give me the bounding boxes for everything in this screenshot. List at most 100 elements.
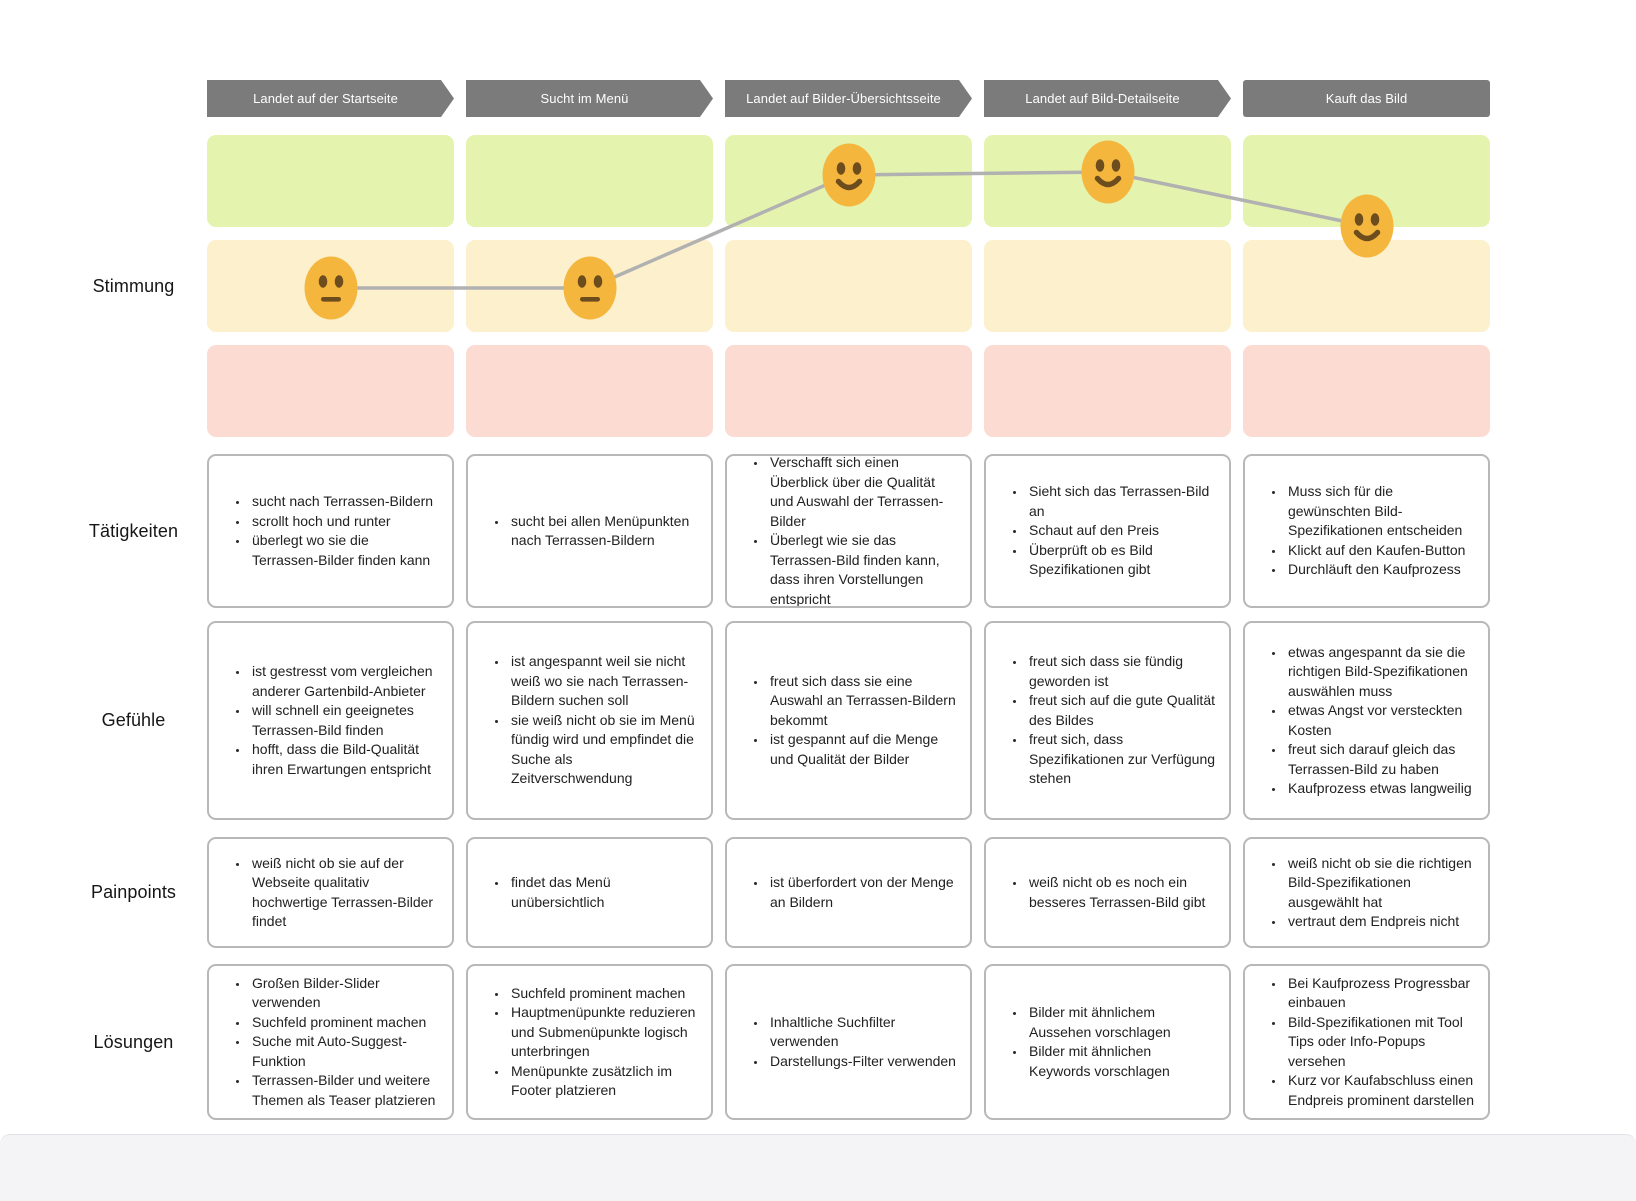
activities-card-2[interactable]: sucht bei allen Menüpunkten nach Terrass… xyxy=(466,454,713,608)
card-bullet: Bei Kaufprozess Progressbar einbauen xyxy=(1285,974,1474,1013)
mood-band-negative-1 xyxy=(207,345,454,437)
card-bullet: Durchläuft den Kaufprozess xyxy=(1285,560,1474,580)
card-bullet-list: freut sich dass sie eine Auswahl an Terr… xyxy=(741,672,956,770)
mood-band-negative-5 xyxy=(1243,345,1490,437)
solutions-card-4[interactable]: Bilder mit ähnlichem Aussehen vorschlage… xyxy=(984,964,1231,1120)
activities-card-1[interactable]: sucht nach Terrassen-Bildernscrollt hoch… xyxy=(207,454,454,608)
card-bullet: freut sich darauf gleich das Terrassen-B… xyxy=(1285,740,1474,779)
card-bullet-list: Muss sich für die gewünschten Bild-Spezi… xyxy=(1259,482,1474,580)
painpoints-card-3[interactable]: ist überfordert von der Menge an Bildern xyxy=(725,837,972,948)
feelings-card-2[interactable]: ist angespannt weil sie nicht weiß wo si… xyxy=(466,621,713,820)
row-label-feelings: Gefühle xyxy=(101,710,166,730)
stage-header-5[interactable]: Kauft das Bild xyxy=(1243,80,1490,117)
card-bullet: Kurz vor Kaufabschluss einen Endpreis pr… xyxy=(1285,1071,1474,1110)
activities-card-5[interactable]: Muss sich für die gewünschten Bild-Spezi… xyxy=(1243,454,1490,608)
card-bullet: Sieht sich das Terrassen-Bild an xyxy=(1026,482,1215,521)
card-bullet: etwas angespannt da sie die richtigen Bi… xyxy=(1285,643,1474,702)
card-bullet-list: ist überfordert von der Menge an Bildern xyxy=(741,873,956,912)
solutions-row: Lösungen Großen Bilder-Slider verwendenS… xyxy=(0,964,1636,1120)
row-label-solutions: Lösungen xyxy=(93,1031,174,1052)
header-spacer xyxy=(0,80,195,117)
feelings-card-4[interactable]: freut sich dass sie fündig geworden istf… xyxy=(984,621,1231,820)
card-bullet-list: sucht bei allen Menüpunkten nach Terrass… xyxy=(482,512,697,551)
painpoints-card-2[interactable]: findet das Menü unübersichtlich xyxy=(466,837,713,948)
painpoints-card-4[interactable]: weiß nicht ob es noch ein besseres Terra… xyxy=(984,837,1231,948)
neutral-face-emoji-1[interactable] xyxy=(304,256,358,320)
activities-card-4[interactable]: Sieht sich das Terrassen-Bild anSchaut a… xyxy=(984,454,1231,608)
card-bullet-list: Bei Kaufprozess Progressbar einbauenBild… xyxy=(1259,974,1474,1111)
stages-header-row: Landet auf der Startseite Sucht im Menü La… xyxy=(0,80,1636,117)
solutions-card-1[interactable]: Großen Bilder-Slider verwendenSuchfeld p… xyxy=(207,964,454,1120)
card-bullet: Darstellungs-Filter verwenden xyxy=(767,1052,956,1072)
feelings-card-5[interactable]: etwas angespannt da sie die richtigen Bi… xyxy=(1243,621,1490,820)
card-bullet: Bilder mit ähnlichem Aussehen vorschlage… xyxy=(1026,1003,1215,1042)
card-bullet: sucht bei allen Menüpunkten nach Terrass… xyxy=(508,512,697,551)
card-bullet: ist angespannt weil sie nicht weiß wo si… xyxy=(508,652,697,711)
card-bullet: ist gespannt auf die Menge und Qualität … xyxy=(767,730,956,769)
card-bullet: Suche mit Auto-Suggest-Funktion xyxy=(249,1032,438,1071)
solutions-card-5[interactable]: Bei Kaufprozess Progressbar einbauenBild… xyxy=(1243,964,1490,1120)
row-label-mood: Stimmung xyxy=(92,275,175,296)
card-bullet-list: weiß nicht ob sie auf der Webseite quali… xyxy=(223,854,438,932)
card-bullet-list: ist gestresst vom vergleichen anderer Ga… xyxy=(223,662,438,779)
card-bullet-list: Suchfeld prominent machenHauptmenüpunkte… xyxy=(482,984,697,1101)
card-bullet: Menüpunkte zusätzlich im Footer platzier… xyxy=(508,1062,697,1101)
mood-band-negative-3 xyxy=(725,345,972,437)
painpoints-card-5[interactable]: weiß nicht ob sie die richtigen Bild-Spe… xyxy=(1243,837,1490,948)
mood-band-negative-4 xyxy=(984,345,1231,437)
card-bullet: Großen Bilder-Slider verwenden xyxy=(249,974,438,1013)
card-bullet: ist gestresst vom vergleichen anderer Ga… xyxy=(249,662,438,701)
card-bullet: freut sich, dass Spezifikationen zur Ver… xyxy=(1026,730,1215,789)
feelings-card-1[interactable]: ist gestresst vom vergleichen anderer Ga… xyxy=(207,621,454,820)
stage-header-4[interactable]: Landet auf Bild-Detailseite xyxy=(984,80,1231,117)
card-bullet: Überlegt wie sie das Terrassen-Bild find… xyxy=(767,531,956,606)
card-bullet: freut sich dass sie eine Auswahl an Terr… xyxy=(767,672,956,731)
mood-band-negative-2 xyxy=(466,345,713,437)
card-bullet: weiß nicht ob es noch ein besseres Terra… xyxy=(1026,873,1215,912)
card-bullet: Muss sich für die gewünschten Bild-Spezi… xyxy=(1285,482,1474,541)
card-bullet: etwas Angst vor versteckten Kosten xyxy=(1285,701,1474,740)
card-bullet: Schaut auf den Preis xyxy=(1026,521,1215,541)
stage-header-2[interactable]: Sucht im Menü xyxy=(466,80,713,117)
card-bullet: vertraut dem Endpreis nicht xyxy=(1285,912,1474,932)
mood-band-positive-1 xyxy=(207,135,454,227)
smiling-face-emoji-4[interactable] xyxy=(1081,140,1135,204)
solutions-card-2[interactable]: Suchfeld prominent machenHauptmenüpunkte… xyxy=(466,964,713,1120)
row-label-painpoints: Painpoints xyxy=(90,882,177,902)
card-bullet: Klickt auf den Kaufen-Button xyxy=(1285,541,1474,561)
card-bullet: sucht nach Terrassen-Bildern xyxy=(249,492,438,512)
card-bullet: Suchfeld prominent machen xyxy=(508,984,697,1004)
card-bullet: Terrassen-Bilder und weitere Themen als … xyxy=(249,1071,438,1110)
mood-band-neutral-3 xyxy=(725,240,972,332)
solutions-card-3[interactable]: Inhaltliche Suchfilter verwendenDarstell… xyxy=(725,964,972,1120)
neutral-face-emoji-2[interactable] xyxy=(563,256,617,320)
card-bullet: freut sich auf die gute Qualität des Bil… xyxy=(1026,691,1215,730)
card-bullet: hofft, dass die Bild-Qualität ihren Erwa… xyxy=(249,740,438,779)
stage-header-3[interactable]: Landet auf Bilder-Übersichtsseite xyxy=(725,80,972,117)
row-label-activities: Tätigkeiten xyxy=(88,520,179,541)
smiling-face-emoji-3[interactable] xyxy=(822,143,876,207)
card-bullet: Bild-Spezifikationen mit Tool Tips oder … xyxy=(1285,1013,1474,1072)
painpoints-card-1[interactable]: weiß nicht ob sie auf der Webseite quali… xyxy=(207,837,454,948)
card-bullet: weiß nicht ob sie auf der Webseite quali… xyxy=(249,854,438,932)
stage-header-1[interactable]: Landet auf der Startseite xyxy=(207,80,454,117)
smiling-face-emoji-5[interactable] xyxy=(1340,194,1394,258)
card-bullet: will schnell ein geeignetes Terrassen-Bi… xyxy=(249,701,438,740)
card-bullet-list: etwas angespannt da sie die richtigen Bi… xyxy=(1259,643,1474,799)
card-bullet-list: Verschafft sich einen Überblick über die… xyxy=(741,456,956,606)
card-bullet: Bilder mit ähnlichen Keywords vorschlage… xyxy=(1026,1042,1215,1081)
card-bullet: überlegt wo sie die Terrassen-Bilder fin… xyxy=(249,531,438,570)
card-bullet: Überprüft ob es Bild Spezifikationen gib… xyxy=(1026,541,1215,580)
mood-band-neutral-4 xyxy=(984,240,1231,332)
card-bullet: findet das Menü unübersichtlich xyxy=(508,873,697,912)
card-bullet: scrollt hoch und runter xyxy=(249,512,438,532)
card-bullet-list: ist angespannt weil sie nicht weiß wo si… xyxy=(482,652,697,789)
activities-card-3[interactable]: Verschafft sich einen Überblick über die… xyxy=(725,454,972,608)
feelings-card-3[interactable]: freut sich dass sie eine Auswahl an Terr… xyxy=(725,621,972,820)
card-bullet: Inhaltliche Suchfilter verwenden xyxy=(767,1013,956,1052)
painpoints-row: Painpoints weiß nicht ob sie auf der Web… xyxy=(0,837,1636,948)
card-bullet-list: freut sich dass sie fündig geworden istf… xyxy=(1000,652,1215,789)
card-bullet: Verschafft sich einen Überblick über die… xyxy=(767,456,956,531)
card-bullet-list: weiß nicht ob es noch ein besseres Terra… xyxy=(1000,873,1215,912)
feelings-row: Gefühle ist gestresst vom vergleichen an… xyxy=(0,621,1636,820)
